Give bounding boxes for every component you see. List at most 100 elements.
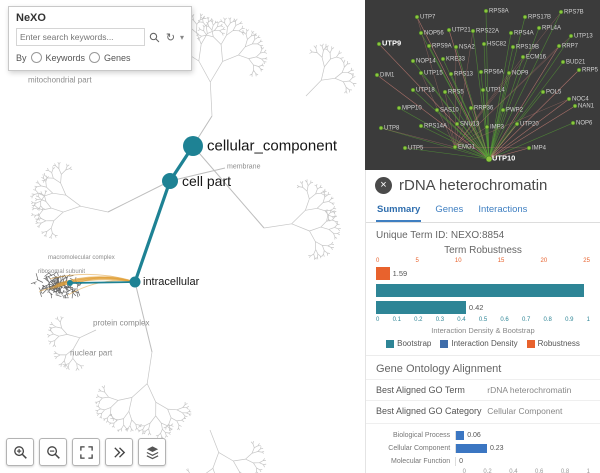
network-node[interactable]	[572, 103, 578, 109]
network-node[interactable]	[484, 124, 490, 130]
network-node[interactable]	[470, 28, 476, 34]
network-node-label[interactable]: DIM1	[380, 73, 395, 79]
network-node-label[interactable]: RPS4A	[514, 31, 534, 37]
network-node-label[interactable]: UTP15	[424, 71, 443, 77]
network-node-label[interactable]: NAN1	[578, 104, 595, 110]
network-node-label[interactable]: UTP21	[452, 28, 471, 34]
zoom-in-button[interactable]	[6, 438, 34, 466]
network-node[interactable]	[410, 87, 416, 93]
network-node[interactable]	[566, 96, 572, 102]
network-node[interactable]	[402, 145, 408, 151]
network-node-label[interactable]: RPS13	[454, 72, 474, 78]
radio-genes[interactable]	[89, 52, 101, 63]
network-node-label[interactable]: PWP2	[506, 108, 524, 114]
chevron-down-icon[interactable]: ▾	[179, 32, 184, 42]
network-node[interactable]	[510, 44, 516, 50]
network-node-label[interactable]: BUD21	[566, 60, 586, 66]
network-node-label[interactable]: NOP14	[416, 59, 436, 65]
search-input[interactable]	[16, 28, 145, 46]
ontology-tree-canvas[interactable]	[0, 0, 365, 473]
network-node-label[interactable]: UTP13	[574, 34, 593, 40]
network-node-label[interactable]: RPS5	[448, 90, 464, 96]
network-node-label[interactable]: UTP18	[416, 88, 435, 94]
network-node-label[interactable]: SAS10	[440, 108, 459, 114]
network-node[interactable]	[483, 8, 489, 14]
network-node[interactable]	[570, 120, 576, 126]
tree-node[interactable]	[183, 136, 203, 156]
network-node[interactable]	[508, 30, 514, 36]
network-node-label[interactable]: NOP6	[576, 121, 593, 127]
network-node[interactable]	[454, 121, 460, 127]
network-node-label[interactable]: RPS8A	[489, 9, 509, 15]
network-node-label[interactable]: RRP7	[562, 44, 579, 50]
network-node-label[interactable]: NOC4	[572, 97, 589, 103]
network-node[interactable]	[576, 67, 582, 73]
network-node[interactable]	[442, 89, 448, 95]
fit-to-screen-button[interactable]	[72, 438, 100, 466]
network-node[interactable]	[556, 43, 562, 49]
network-node[interactable]	[568, 33, 574, 39]
network-node-label[interactable]: UTP20	[520, 122, 539, 128]
network-node[interactable]	[396, 105, 402, 111]
network-node-label[interactable]: EMG1	[458, 145, 476, 151]
network-node-label[interactable]: RPS6A	[484, 70, 504, 76]
network-node[interactable]	[478, 69, 484, 75]
network-node[interactable]	[418, 30, 424, 36]
network-node-label[interactable]: RRP36	[474, 106, 494, 112]
tab-summary[interactable]: Summary	[376, 200, 422, 222]
radio-keywords[interactable]	[30, 52, 42, 63]
network-node[interactable]	[414, 14, 420, 20]
network-node[interactable]	[426, 43, 432, 49]
network-node[interactable]	[481, 41, 487, 47]
network-node[interactable]	[434, 107, 440, 113]
network-node[interactable]	[453, 44, 459, 50]
network-node-label[interactable]: RPS9A	[432, 44, 452, 50]
tree-node[interactable]	[67, 280, 73, 286]
network-node-label[interactable]: RPS17B	[528, 15, 551, 21]
network-node[interactable]	[378, 125, 384, 131]
network-node-label[interactable]: UTP10	[492, 154, 515, 163]
network-node-label[interactable]: HSC82	[487, 42, 507, 48]
search-icon[interactable]	[148, 31, 161, 44]
network-node[interactable]	[374, 72, 380, 78]
network-node[interactable]	[468, 105, 474, 111]
layers-button[interactable]	[138, 438, 166, 466]
network-node-label[interactable]: UTP8	[384, 126, 400, 132]
network-node[interactable]	[448, 71, 454, 77]
network-node[interactable]	[410, 58, 416, 64]
network-node[interactable]	[560, 59, 566, 65]
network-node[interactable]	[452, 144, 458, 150]
network-node[interactable]	[526, 145, 532, 151]
network-node-label[interactable]: POL5	[546, 90, 562, 96]
network-node[interactable]	[520, 54, 526, 60]
tab-genes[interactable]: Genes	[435, 204, 464, 215]
network-node-label[interactable]: UTP5	[408, 146, 424, 152]
network-node-label[interactable]: NSA2	[459, 45, 475, 51]
zoom-out-button[interactable]	[39, 438, 67, 466]
network-node[interactable]	[514, 121, 520, 127]
reset-icon[interactable]: ↻	[165, 31, 176, 44]
tree-node[interactable]	[162, 173, 178, 189]
network-node[interactable]	[558, 9, 564, 15]
network-node-label[interactable]: RPS7B	[564, 10, 584, 16]
network-node-label[interactable]: IMP3	[490, 125, 505, 131]
network-node[interactable]	[536, 25, 542, 31]
network-node[interactable]	[440, 56, 446, 62]
subtree-button[interactable]	[105, 438, 133, 466]
network-node[interactable]	[506, 70, 512, 76]
network-node-label[interactable]: NOP56	[424, 31, 444, 37]
tree-node[interactable]	[129, 276, 141, 288]
network-node-label[interactable]: KRE33	[446, 57, 466, 63]
network-node-label[interactable]: IMP4	[532, 146, 547, 152]
network-node-label[interactable]: SNU13	[460, 122, 480, 128]
network-node[interactable]	[418, 70, 424, 76]
network-node-label[interactable]: UTP9	[382, 39, 401, 48]
network-node-label[interactable]: RRP5	[582, 68, 599, 74]
network-node-label[interactable]: UTP7	[420, 15, 436, 21]
network-node[interactable]	[540, 89, 546, 95]
network-node[interactable]	[480, 87, 486, 93]
network-node[interactable]	[500, 107, 506, 113]
network-node-label[interactable]: RPS19B	[516, 45, 539, 51]
close-button[interactable]: ×	[375, 177, 392, 194]
